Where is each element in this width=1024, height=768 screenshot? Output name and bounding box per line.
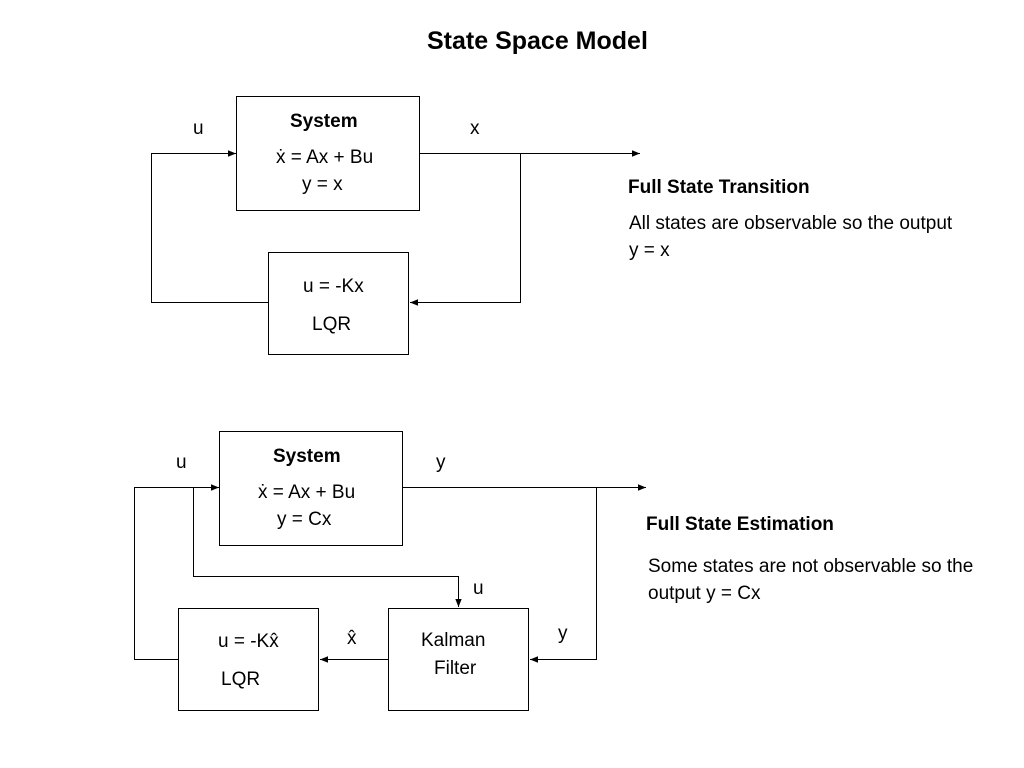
- top-controller-equation: u = -Kx: [303, 276, 364, 297]
- top-description: All states are observable so the output …: [629, 213, 953, 261]
- control-to-kalman-line: [193, 487, 462, 607]
- bottom-lqr-block: [178, 608, 319, 711]
- bottom-description: Some states are not observable so the ou…: [648, 556, 974, 604]
- bottom-system-title: System: [273, 446, 341, 467]
- bottom-output-label: y: [436, 452, 446, 473]
- bottom-system-state-equation: ẋ = Ax + Bu: [258, 482, 356, 503]
- bottom-heading: Full State Estimation: [646, 514, 834, 535]
- kalman-input-u-label: u: [473, 578, 484, 599]
- page-title: State Space Model: [427, 27, 648, 55]
- top-output-label: x: [470, 118, 480, 139]
- top-feedback-line: [410, 153, 521, 306]
- bottom-measurement-line: [530, 487, 597, 663]
- kalman-name-line2: Filter: [434, 658, 477, 679]
- bottom-system-output-equation: y = Cx: [277, 509, 332, 530]
- bottom-controller-equation: u = -Kx̂: [218, 631, 279, 652]
- bottom-input-label: u: [176, 452, 187, 473]
- top-lqr-block: [268, 252, 409, 355]
- top-system-title: System: [290, 111, 358, 132]
- estimate-label: x̂: [347, 628, 357, 649]
- kalman-input-y-label: y: [558, 623, 568, 644]
- top-system-state-equation: ẋ = Ax + Bu: [276, 147, 374, 168]
- kalman-name-line1: Kalman: [421, 630, 486, 651]
- top-system-block: [236, 96, 420, 211]
- top-heading: Full State Transition: [628, 177, 810, 198]
- top-controller-name: LQR: [312, 314, 352, 335]
- bottom-system-block: [219, 431, 403, 546]
- top-control-line: [151, 150, 268, 303]
- bottom-control-line: [134, 484, 219, 660]
- top-system-output-equation: y = x: [302, 174, 343, 195]
- bottom-controller-name: LQR: [221, 669, 261, 690]
- top-input-label: u: [193, 118, 204, 139]
- kalman-filter-block: [388, 608, 529, 711]
